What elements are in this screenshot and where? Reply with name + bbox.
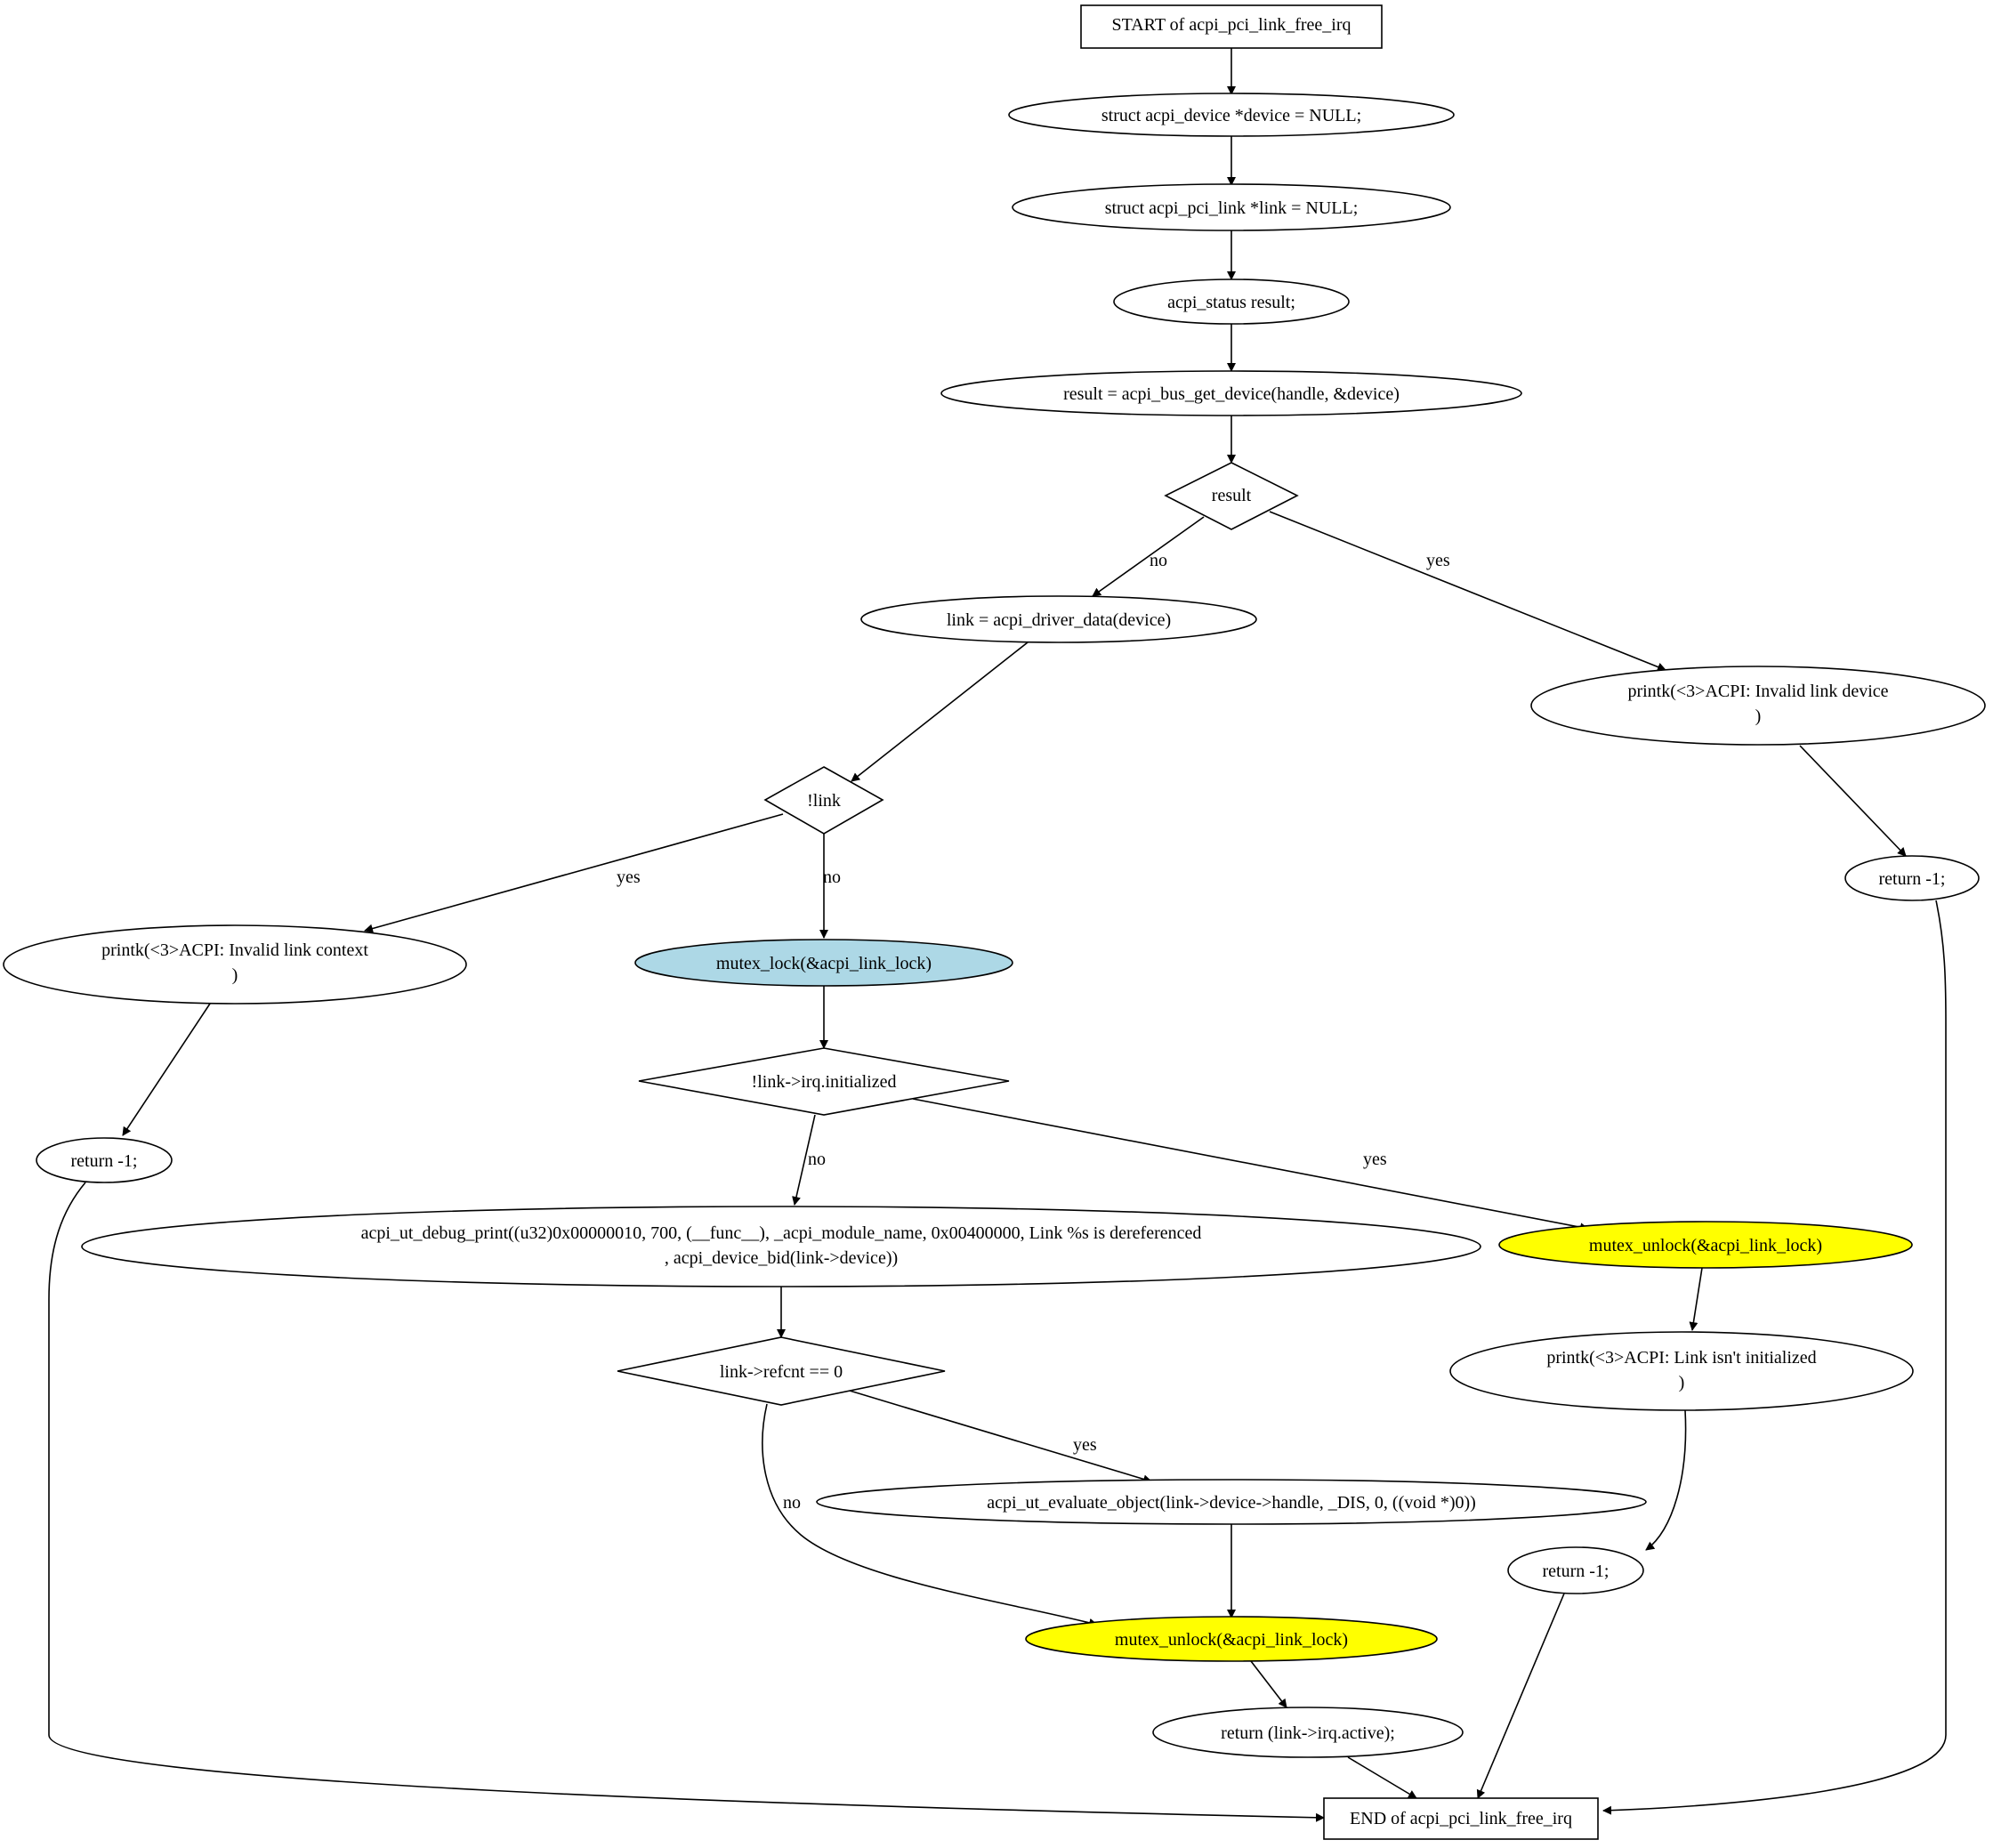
printk-not-init-line1: printk(<3>ACPI: Link isn't initialized [1546,1348,1816,1368]
mutex-lock-label: mutex_lock(&acpi_link_lock) [716,954,932,973]
start-node: START of acpi_pci_link_free_irq [1080,4,1383,49]
edge-unlock-b-to-return-active [1250,1660,1287,1708]
link-assign-node: link = acpi_driver_data(device) [860,595,1257,643]
mutex-unlock-a-shape [1498,1221,1913,1269]
debug-print-line1: acpi_ut_debug_print((u32)0x00000010, 700… [361,1223,1202,1243]
printk-invalid-device-line2: ) [1755,706,1762,726]
printk-invalid-device-line1: printk(<3>ACPI: Invalid link device [1627,682,1888,701]
edge-link-assign-to-cond-link [851,642,1029,782]
edge-unlock-a-to-printk [1689,1267,1703,1331]
end-node: END of acpi_pci_link_free_irq [1323,1797,1599,1840]
edge-refcnt-yes [849,1390,1152,1484]
edge-label-init-yes: yes [1363,1150,1387,1169]
edge-init-yes [912,1098,1589,1232]
cond-refcnt-label: link->refcnt == 0 [720,1362,843,1382]
mutex-unlock-a-node: mutex_unlock(&acpi_link_lock) [1498,1221,1913,1269]
debug-print-node: acpi_ut_debug_print((u32)0x00000010, 700… [81,1206,1481,1287]
decl-link-label: struct acpi_pci_link *link = NULL; [1105,198,1359,218]
edge-label-result-no: no [1150,551,1167,570]
mutex-lock-node: mutex_lock(&acpi_link_lock) [634,939,1013,987]
return-1a-label: return -1; [1879,869,1946,889]
return-1b-node: return -1; [36,1137,173,1183]
printk-not-init-line2: ) [1679,1373,1685,1392]
edge-label-init-no: no [808,1150,826,1169]
edge-printk-device-to-return [1799,745,1907,857]
decl-status-label: acpi_status result; [1167,293,1295,312]
return-active-node: return (link->irq.active); [1152,1707,1464,1758]
edge-return-1c-to-end [1476,1593,1565,1799]
mutex-unlock-b-label: mutex_unlock(&acpi_link_lock) [1115,1630,1348,1650]
edge-return-1a-to-end [1602,900,1947,1815]
edge-result-no [1092,516,1205,597]
edges [48,48,1947,1822]
edge-return-1b-to-end [48,1182,1325,1822]
edge-result-yes [1269,511,1666,672]
edge-printk-context-to-return [122,1003,211,1136]
printk-invalid-context-line2: ) [232,965,238,985]
printk-invalid-context-node: printk(<3>ACPI: Invalid link context ) [3,924,467,1005]
decl-device-label: struct acpi_device *device = NULL; [1101,106,1361,125]
edge-label-refcnt-no: no [783,1493,801,1513]
mutex-lock-shape [634,939,1013,987]
mutex-unlock-a-label: mutex_unlock(&acpi_link_lock) [1589,1236,1822,1255]
mutex-unlock-b-node: mutex_unlock(&acpi_link_lock) [1025,1616,1438,1662]
decl-link-node: struct acpi_pci_link *link = NULL; [1012,183,1451,231]
edge-labels: no yes yes no no yes yes no [617,551,1450,1513]
cond-initialized-label: !link->irq.initialized [752,1072,897,1092]
debug-print-line2: , acpi_device_bid(link->device)) [665,1248,898,1268]
cond-initialized-node: !link->irq.initialized [638,1047,1010,1116]
get-device-node: result = acpi_bus_get_device(handle, &de… [940,370,1522,416]
return-active-label: return (link->irq.active); [1221,1723,1395,1743]
return-1c-label: return -1; [1543,1562,1610,1581]
printk-invalid-context-line1: printk(<3>ACPI: Invalid link context [101,940,368,960]
edge-label-link-no: no [823,868,841,887]
edge-return-active-to-end [1347,1756,1417,1799]
evaluate-object-node: acpi_ut_evaluate_object(link->device->ha… [816,1479,1647,1525]
return-1b-label: return -1; [71,1151,138,1171]
link-assign-label: link = acpi_driver_data(device) [947,610,1171,630]
start-node-label: START of acpi_pci_link_free_irq [1112,15,1351,35]
return-1a-node: return -1; [1844,855,1980,901]
edge-init-no [792,1114,816,1206]
printk-invalid-device-node: printk(<3>ACPI: Invalid link device ) [1530,666,1986,746]
cond-refcnt-node: link->refcnt == 0 [617,1336,946,1406]
edge-label-refcnt-yes: yes [1073,1435,1097,1455]
evaluate-object-label: acpi_ut_evaluate_object(link->device->ha… [987,1493,1476,1513]
decl-device-node: struct acpi_device *device = NULL; [1008,93,1455,137]
edge-label-result-yes: yes [1426,551,1450,570]
cond-result-label: result [1212,486,1252,505]
edge-link-yes [364,813,784,933]
return-1c-node: return -1; [1507,1546,1644,1594]
nodes: START of acpi_pci_link_free_irq struct a… [3,4,1986,1840]
cond-link-node: !link [763,766,884,835]
mutex-unlock-b-shape [1025,1616,1438,1662]
printk-not-init-node: printk(<3>ACPI: Link isn't initialized ) [1449,1331,1914,1411]
edge-refcnt-no [762,1403,1098,1627]
cond-link-label: !link [807,791,841,811]
cond-result-node: result [1164,462,1299,530]
decl-status-node: acpi_status result; [1113,278,1350,325]
edge-label-link-yes: yes [617,868,641,887]
edge-printk-not-init-to-return [1645,1409,1687,1551]
end-node-label: END of acpi_pci_link_free_irq [1350,1809,1572,1828]
get-device-label: result = acpi_bus_get_device(handle, &de… [1063,384,1400,404]
